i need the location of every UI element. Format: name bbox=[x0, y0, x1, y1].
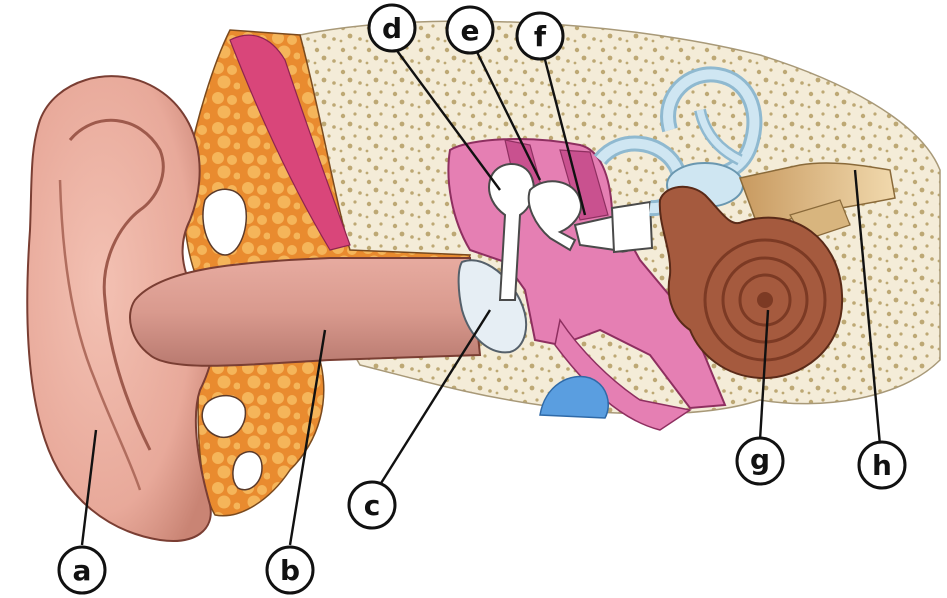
label-e: e bbox=[447, 7, 493, 53]
label-h: h bbox=[859, 442, 905, 488]
stapes-footplate bbox=[612, 202, 652, 252]
label-f-text: f bbox=[534, 20, 547, 53]
label-b: b bbox=[267, 547, 313, 593]
soft-tissue-lower bbox=[198, 360, 324, 516]
label-h-text: h bbox=[872, 449, 892, 482]
label-g: g bbox=[737, 438, 783, 484]
label-f: f bbox=[517, 13, 563, 59]
label-e-text: e bbox=[461, 14, 480, 47]
ear-canal bbox=[130, 258, 480, 366]
label-d: d bbox=[369, 5, 415, 51]
label-a: a bbox=[59, 547, 105, 593]
label-g-text: g bbox=[750, 443, 770, 476]
label-d-text: d bbox=[382, 12, 402, 45]
label-c-text: c bbox=[364, 489, 381, 522]
label-b-text: b bbox=[280, 554, 300, 587]
label-a-text: a bbox=[73, 554, 92, 587]
cartilage-lower bbox=[202, 396, 245, 438]
label-c: c bbox=[349, 482, 395, 528]
